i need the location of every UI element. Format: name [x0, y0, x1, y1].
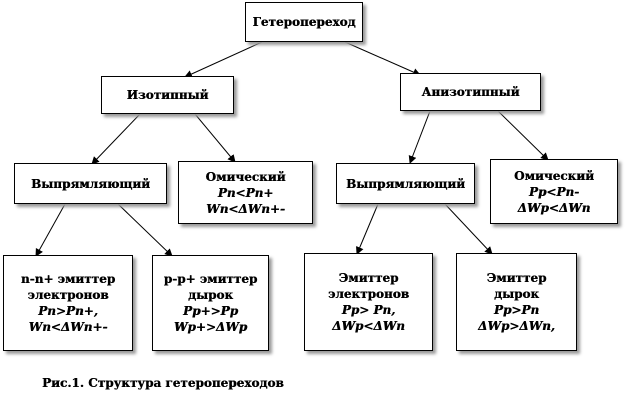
leaf-electron-formula-1: Pp> Pn, — [341, 303, 396, 317]
arrow-root-to-anisotype — [344, 41, 421, 76]
leaf-nn-subtitle: электронов — [27, 288, 109, 302]
isotype-box: Изотипный — [101, 76, 234, 114]
aniso-rectifying-label: Выпрямляющий — [345, 176, 466, 191]
leaf-electron-emitter-box: Эмиттер электронов Pp> Pn, ΔWp<ΔWn — [304, 253, 433, 351]
aniso-ohmic-formula-2: ΔWp<ΔWn — [517, 200, 591, 215]
arrow-iso-rect-to-leaf2 — [117, 203, 173, 257]
leaf-electron-subtitle: электронов — [327, 287, 410, 301]
leaf-pp-subtitle: дырок — [187, 288, 234, 302]
aniso-ohmic-formula-1: Pp<Pn- — [528, 184, 580, 199]
figure-caption: Рис.1. Структура гетеропереходов — [42, 376, 284, 390]
leaf-electron-title: Эмиттер — [338, 271, 399, 285]
arrow-aniso-rect-to-leaf4 — [444, 203, 493, 255]
arrow-isotype-to-rect — [91, 113, 141, 165]
leaf-pp-title: p-p+ эмиттер — [163, 272, 258, 286]
iso-rectifying-label: Выпрямляющий — [30, 176, 151, 191]
leaf-hole-subtitle: дырок — [493, 287, 540, 301]
iso-ohmic-formula-1: Pn<Pn+ — [217, 185, 274, 200]
arrow-anisotype-to-rect — [408, 110, 431, 164]
leaf-hole-title: Эмиттер — [486, 271, 547, 285]
arrow-anisotype-to-ohmic — [497, 110, 549, 161]
arrow-isotype-to-ohmic — [194, 113, 236, 163]
leaf-nn-formula-1: Pn>Pn+, — [38, 304, 98, 318]
aniso-ohmic-box: Омический Pp<Pn- ΔWp<ΔWn — [490, 159, 618, 224]
leaf-hole-formula-1: Pp>Pn — [493, 303, 540, 317]
leaf-nn-title: n-n+ эмиттер — [20, 272, 116, 286]
iso-rectifying-box: Выпрямляющий — [14, 163, 167, 204]
leaf-pp-emitter-box: p-p+ эмиттер дырок Pp+>Pp Wp+>ΔWp — [152, 255, 269, 351]
isotype-label: Изотипный — [126, 88, 209, 102]
root-label: Гетеропереход — [252, 15, 356, 29]
aniso-ohmic-title: Омический — [514, 168, 594, 183]
arrow-root-to-isotype — [184, 41, 263, 78]
iso-ohmic-title: Омический — [205, 169, 286, 184]
leaf-hole-formula-2: ΔWp>ΔWn, — [478, 319, 555, 333]
aniso-rectifying-box: Выпрямляющий — [336, 163, 475, 204]
arrow-aniso-rect-to-leaf3 — [356, 203, 379, 255]
arrow-iso-rect-to-leaf1 — [35, 203, 66, 257]
leaf-nn-formula-2: Wn<ΔWn+- — [28, 320, 108, 334]
anisotype-label: Анизотипный — [421, 85, 520, 99]
anisotype-box: Анизотипный — [400, 73, 541, 111]
leaf-pp-formula-1: Pp+>Pp — [183, 304, 238, 318]
iso-ohmic-formula-2: Wn<ΔWn+- — [206, 201, 285, 216]
root-box: Гетеропереход — [245, 2, 363, 42]
leaf-electron-formula-2: ΔWp<ΔWn — [332, 319, 405, 333]
leaf-nn-emitter-box: n-n+ эмиттер электронов Pn>Pn+, Wn<ΔWn+- — [3, 255, 133, 351]
leaf-hole-emitter-box: Эмиттер дырок Pp>Pn ΔWp>ΔWn, — [456, 253, 577, 351]
iso-ohmic-box: Омический Pn<Pn+ Wn<ΔWn+- — [178, 161, 313, 224]
leaf-pp-formula-2: Wp+>ΔWp — [173, 320, 248, 334]
